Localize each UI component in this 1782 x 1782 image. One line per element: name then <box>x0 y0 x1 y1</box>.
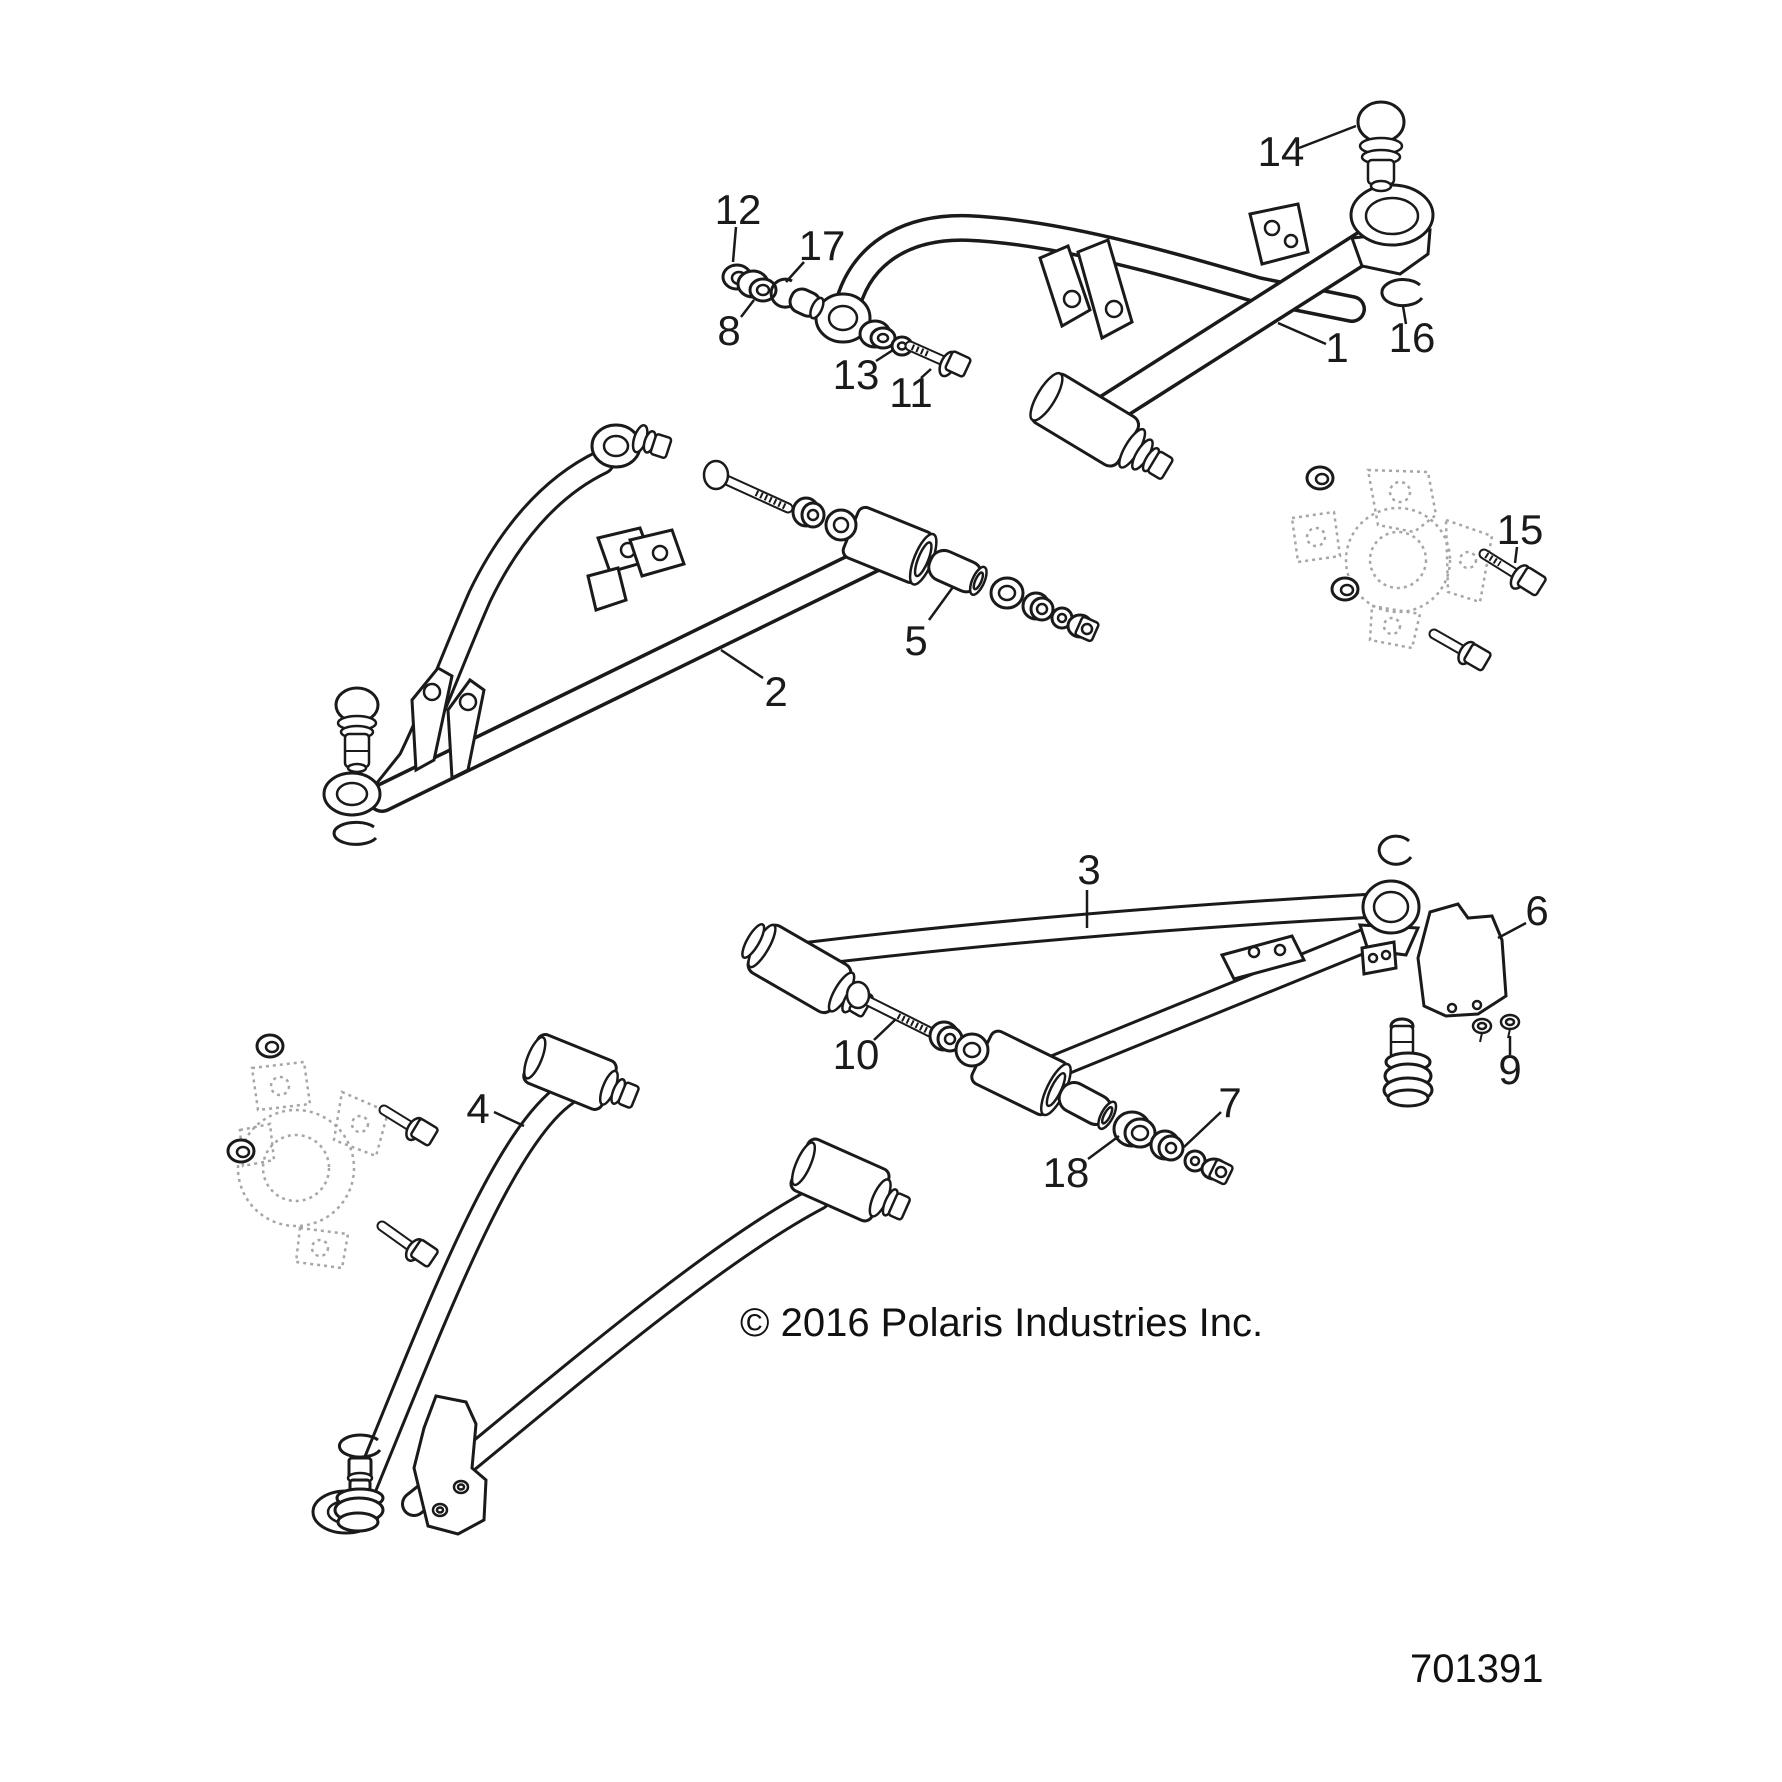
arm2-mount-bracket <box>586 526 686 612</box>
upper-control-arm-left <box>322 423 938 817</box>
spacer-bushing <box>788 287 825 320</box>
callout-17: 17 <box>799 222 846 269</box>
bolt-15 <box>1478 548 1547 597</box>
callout-leader-2 <box>720 648 764 680</box>
arm3-front-housing <box>741 923 874 1018</box>
arm2-bolt <box>702 459 794 514</box>
callout-3: 3 <box>1077 846 1100 893</box>
callout-6: 6 <box>1525 887 1548 934</box>
callout-leader-18 <box>1087 1134 1120 1161</box>
arm3-ball-joint <box>1382 1017 1434 1108</box>
callout-leader-16 <box>1401 305 1408 325</box>
callout-9: 9 <box>1498 1046 1521 1093</box>
bushing-18 <box>1112 1110 1157 1149</box>
arm1-rear-bushing-housing <box>1029 371 1174 480</box>
arm4-ball-joint <box>333 1456 385 1533</box>
callout-15: 15 <box>1497 506 1544 553</box>
bolt-10 <box>845 980 936 1038</box>
ghost-knuckle-left <box>236 1060 390 1270</box>
retaining-ring-17 <box>769 277 795 309</box>
bolt-11 <box>904 340 972 378</box>
callout-8: 8 <box>717 307 740 354</box>
arm4-guard-plate <box>412 1394 488 1536</box>
copyright-text: © 2016 Polaris Industries Inc. <box>740 1301 1263 1345</box>
callout-11: 11 <box>889 369 933 416</box>
knuckle-right-hardware <box>1305 465 1547 672</box>
callout-leader-15 <box>1513 546 1519 564</box>
knuckle-bolt <box>378 1104 439 1147</box>
callout-13: 13 <box>833 351 880 398</box>
washer-7 <box>1149 1129 1185 1162</box>
arm2-ball-joint <box>334 686 380 774</box>
knuckle-left-hardware <box>226 1033 439 1268</box>
callout-leader-5 <box>927 586 955 621</box>
drawing-number: 701391 <box>1410 1647 1543 1691</box>
arm2-shock-bracket <box>410 666 486 781</box>
arm4-inner-housing <box>789 1137 911 1223</box>
callout-leader-7 <box>1183 1111 1222 1148</box>
lower-control-arm-right <box>741 879 1421 1117</box>
callout-leader-8 <box>740 299 755 318</box>
callout-leader-12 <box>731 226 738 263</box>
arm1-pivot-fasteners <box>721 263 972 378</box>
arm4-rear-housing <box>522 1033 640 1111</box>
arm2-pivot-hardware <box>702 459 1100 643</box>
callout-leader-17 <box>785 261 805 283</box>
arm3-cross-plate <box>1219 934 1307 981</box>
callout-leader-1 <box>1277 321 1327 346</box>
callout-5: 5 <box>904 617 927 664</box>
arm3-balljoint-boss <box>1357 879 1421 976</box>
callout-10: 10 <box>833 1031 880 1078</box>
callout-leader-4 <box>493 1110 525 1128</box>
callout-leader-6 <box>1497 921 1527 940</box>
callout-1: 1 <box>1325 324 1348 371</box>
seal-ring-16 <box>1380 278 1424 308</box>
arm3-pivot-hardware <box>845 980 1234 1186</box>
arm1-balljoint-boss <box>1349 183 1435 276</box>
callout-12: 12 <box>715 186 762 233</box>
knuckle-bolt <box>1428 628 1492 672</box>
guard-plate-6 <box>1416 902 1508 1018</box>
arm1-boss-bracket <box>1248 202 1310 266</box>
lower-control-arm-left <box>311 1033 911 1535</box>
arm3-snap-ring <box>1377 834 1413 866</box>
knuckle-bolt <box>376 1220 439 1268</box>
callout-leader-13 <box>875 348 894 363</box>
arm2-flange-nut <box>1066 613 1100 643</box>
arm3-flange-nut <box>1200 1157 1234 1186</box>
callout-2: 2 <box>764 668 787 715</box>
upper-control-arm-right <box>814 183 1435 480</box>
callout-16: 16 <box>1389 314 1436 361</box>
ball-joint-14 <box>1356 100 1406 193</box>
arm4-snap-ring <box>337 1433 382 1459</box>
callout-7: 7 <box>1218 1079 1241 1126</box>
callout-leader-10 <box>873 1018 897 1041</box>
arm3-sleeve <box>1057 1081 1118 1131</box>
arm2-front-housing <box>841 505 938 586</box>
sleeve-5 <box>927 548 988 597</box>
callout-leader-11 <box>920 368 932 379</box>
callout-4: 4 <box>466 1085 489 1132</box>
callout-18: 18 <box>1043 1149 1090 1196</box>
arm2-snap-ring <box>332 820 378 846</box>
callout-leader-14 <box>1298 124 1357 150</box>
ghost-knuckle-right <box>1290 468 1494 650</box>
arm2-rear-eye <box>590 423 673 469</box>
callout-14: 14 <box>1258 128 1305 175</box>
screws-9 <box>1471 1013 1521 1043</box>
arm1-mount-bracket <box>1038 237 1134 341</box>
